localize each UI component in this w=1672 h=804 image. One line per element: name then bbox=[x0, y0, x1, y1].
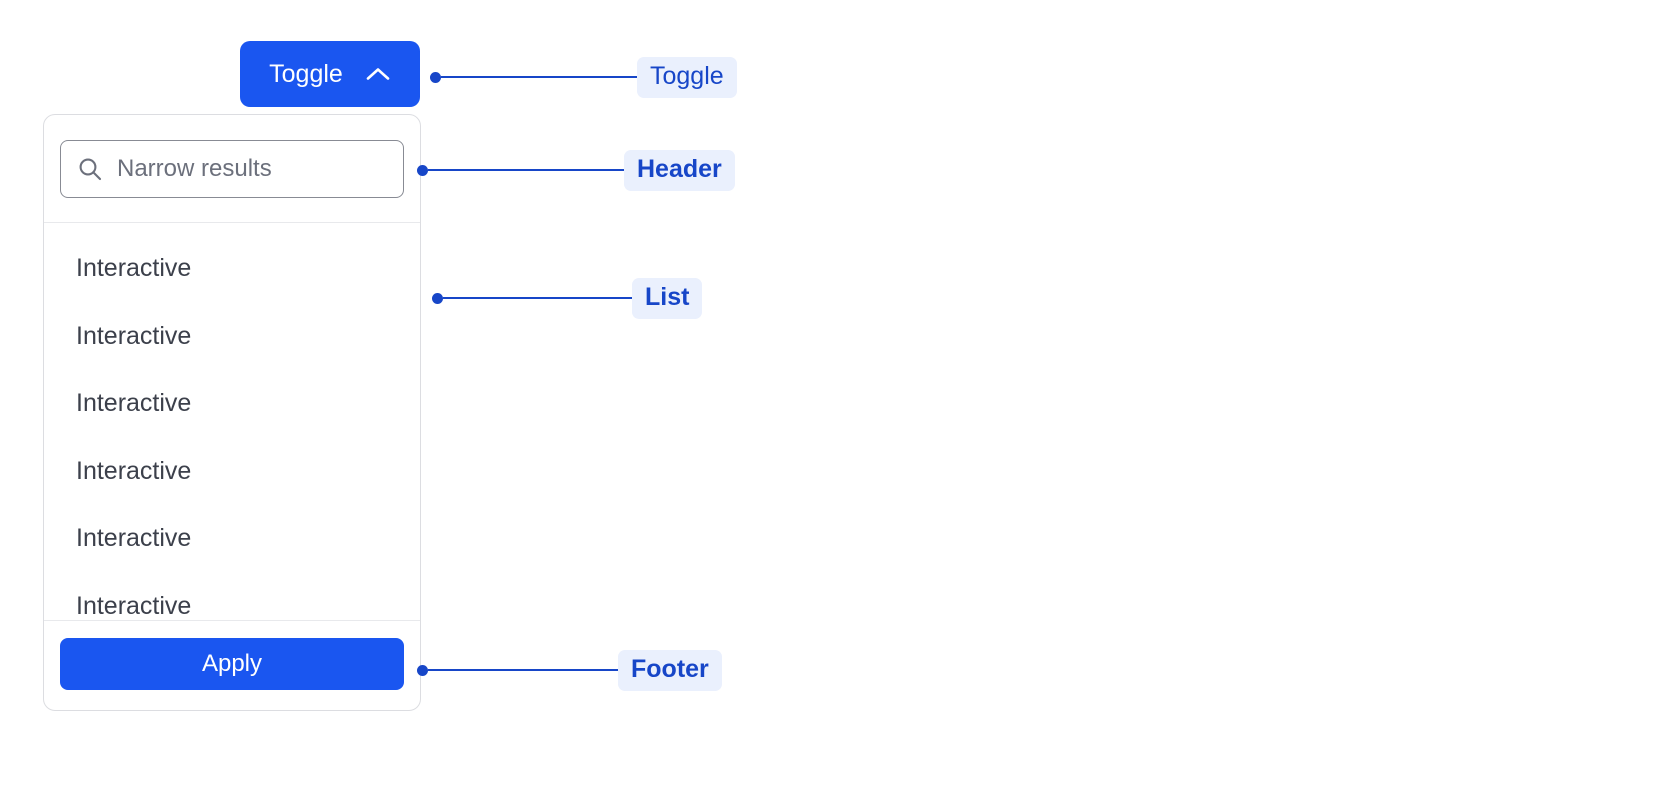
dropdown-list: Interactive Interactive Interactive Inte… bbox=[44, 223, 420, 620]
list-item-label: Interactive bbox=[76, 389, 192, 418]
annotation-line bbox=[428, 669, 618, 671]
list-item-label: Interactive bbox=[76, 456, 192, 485]
dropdown-footer: Apply bbox=[44, 620, 420, 710]
annotation-line bbox=[441, 76, 637, 78]
chevron-up-icon bbox=[365, 66, 391, 82]
list-item[interactable]: Interactive bbox=[44, 438, 420, 506]
list-item-label: Interactive bbox=[76, 254, 192, 283]
annotation-label: Header bbox=[624, 149, 735, 191]
list-item[interactable]: Interactive bbox=[44, 505, 420, 573]
list-item-label: Interactive bbox=[76, 591, 192, 620]
annotation-label: List bbox=[632, 277, 703, 319]
toggle-button[interactable]: Toggle bbox=[240, 41, 420, 107]
dropdown-panel: Interactive Interactive Interactive Inte… bbox=[43, 114, 421, 711]
search-icon bbox=[77, 156, 103, 182]
dropdown-header bbox=[44, 115, 420, 223]
list-item[interactable]: Interactive bbox=[44, 370, 420, 438]
annotation-line bbox=[443, 297, 632, 299]
search-field[interactable] bbox=[60, 140, 404, 198]
annotation-dot bbox=[417, 164, 428, 176]
annotation-dot bbox=[417, 664, 428, 676]
apply-button[interactable]: Apply bbox=[60, 638, 404, 690]
toggle-button-label: Toggle bbox=[269, 59, 343, 88]
annotation-dot bbox=[432, 292, 443, 304]
list-item-label: Interactive bbox=[76, 524, 192, 553]
list-item-label: Interactive bbox=[76, 321, 192, 350]
annotation-line bbox=[428, 169, 624, 171]
annotation-dot bbox=[430, 71, 441, 83]
list-item[interactable]: Interactive bbox=[44, 573, 420, 621]
annotation-label: Footer bbox=[618, 649, 722, 691]
list-item[interactable]: Interactive bbox=[44, 235, 420, 303]
list-item[interactable]: Interactive bbox=[44, 303, 420, 371]
annotation-label: Toggle bbox=[637, 56, 737, 98]
search-input[interactable] bbox=[117, 155, 387, 183]
